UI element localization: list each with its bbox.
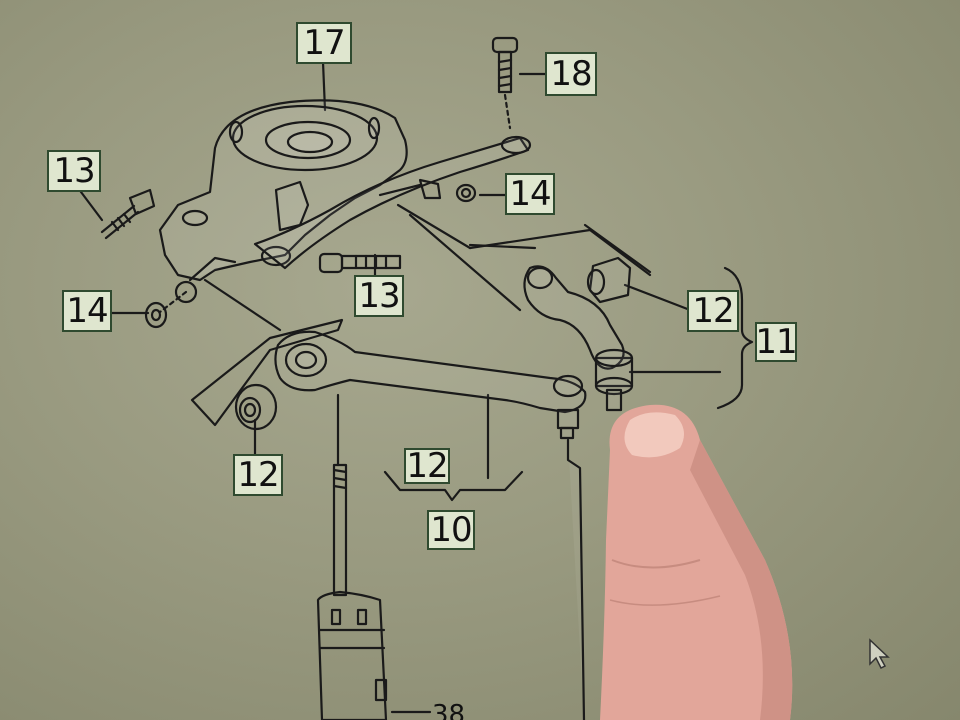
leader-13-left (76, 186, 104, 222)
callout-12-right: 12 (687, 290, 739, 332)
callout-17: 17 (296, 22, 352, 64)
nut-14-right (418, 178, 477, 203)
callout-13-left: 13 (47, 150, 101, 192)
callout-14-right: 14 (505, 173, 555, 215)
bolt-13-mid (318, 252, 402, 274)
leader-12-right (623, 283, 692, 312)
nut-14-left (144, 280, 198, 329)
callout-10: 10 (427, 510, 475, 550)
callout-11: 11 (755, 322, 798, 362)
callout-12-mid: 12 (404, 448, 450, 484)
pointing-finger (600, 404, 793, 720)
brace-10 (383, 470, 524, 502)
bolt-18 (491, 36, 519, 130)
callout-13-mid: 13 (354, 275, 404, 317)
bolt-13-left (100, 188, 156, 240)
shock-absorber-38 (316, 393, 432, 720)
brace-11 (716, 266, 754, 410)
housing-17 (158, 99, 532, 282)
lower-arm-10 (274, 330, 587, 720)
mouse-cursor-icon (869, 638, 890, 670)
callout-18: 18 (545, 52, 597, 96)
bushing-12-left (190, 278, 344, 431)
callout-14-left: 14 (62, 290, 112, 332)
upper-arm-11 (378, 183, 652, 412)
callout-12-left: 12 (233, 454, 283, 496)
part-label-38: 38 (432, 700, 466, 720)
leader-17 (321, 60, 327, 112)
